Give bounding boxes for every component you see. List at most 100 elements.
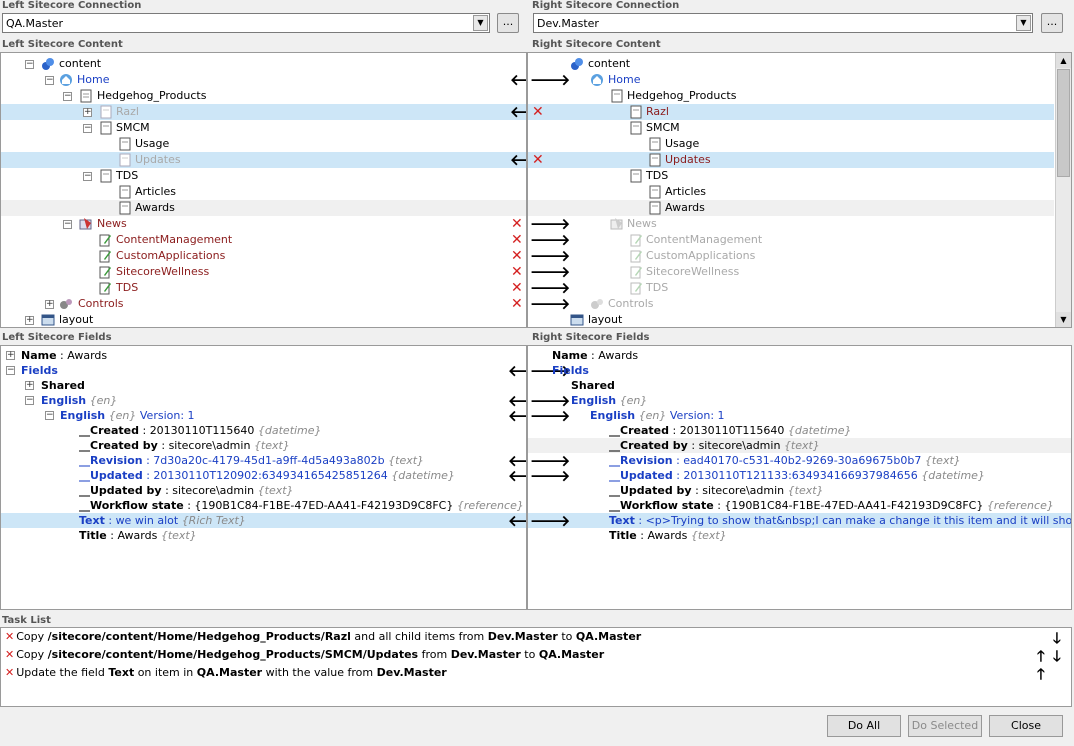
tree-row[interactable]: 🡒 Controls [528, 296, 1071, 312]
task-item[interactable]: ✕Update the field Text on item in QA.Mas… [5, 664, 447, 682]
tree-row[interactable]: TDS ✕ [1, 280, 526, 296]
collapse-icon[interactable]: − [83, 171, 92, 181]
tree-scrollbar[interactable]: ▲ ▼ [1055, 53, 1071, 327]
collapse-icon[interactable]: − [6, 365, 15, 375]
scroll-thumb[interactable] [1057, 69, 1070, 177]
field-row[interactable]: − Fields 🡐 [1, 363, 526, 379]
collapse-icon[interactable]: − [63, 219, 72, 229]
arrow-right-icon[interactable]: 🡒 [530, 71, 571, 89]
tree-row[interactable]: SMCM [528, 120, 1071, 136]
remove-task-icon[interactable]: ✕ [5, 630, 15, 643]
field-row[interactable]: − English {en} Version: 1 🡐 [1, 408, 526, 424]
arrow-right-icon[interactable]: 🡒 [530, 247, 571, 265]
field-row[interactable]: __Workflow state : {190B1C84-F1BE-47ED-A… [609, 499, 1054, 512]
tree-row[interactable]: ✕ Updates [528, 152, 1054, 168]
arrow-right-icon[interactable]: 🡒 [530, 279, 571, 297]
arrow-left-icon[interactable]: 🡐 [510, 152, 526, 168]
field-row[interactable]: Name : Awards [552, 349, 639, 362]
tree-row[interactable]: CustomApplications ✕ [1, 248, 526, 264]
arrow-left-icon[interactable]: 🡐 [508, 408, 526, 424]
tree-row[interactable]: + Controls ✕ [1, 296, 526, 312]
arrow-left-icon[interactable]: 🡐 [508, 363, 526, 379]
arrow-right-icon[interactable]: 🡒 [530, 452, 571, 470]
delete-icon[interactable]: ✕ [532, 152, 544, 168]
chevron-down-icon[interactable]: ▼ [1016, 15, 1031, 31]
scroll-up-icon[interactable]: ▲ [1056, 53, 1071, 68]
expand-icon[interactable]: + [25, 380, 34, 390]
field-row[interactable]: __Updated by : sitecore\admin {text} [79, 484, 294, 497]
tree-row[interactable]: Articles [1, 184, 526, 200]
field-row[interactable]: 🡒 Fields [528, 362, 1071, 380]
tree-row[interactable]: 🡒 Home [528, 72, 1071, 88]
do-selected-button[interactable]: Do Selected [908, 715, 982, 737]
arrow-right-icon[interactable]: 🡒 [530, 263, 571, 281]
arrow-left-icon[interactable]: 🡐 [508, 453, 526, 469]
right-fields-panel[interactable]: Name : Awards 🡒 Fields Shared 🡒 English … [527, 345, 1072, 610]
arrow-right-icon[interactable]: 🡒 [530, 407, 571, 425]
tree-row[interactable]: Awards [528, 200, 1054, 216]
arrow-right-icon[interactable]: 🡒 [530, 392, 571, 410]
tree-row[interactable]: content [528, 56, 1071, 72]
tree-row[interactable]: − SMCM [1, 120, 526, 136]
tree-row[interactable]: + Razl 🡐 [1, 104, 526, 120]
expand-icon[interactable]: + [45, 299, 54, 309]
collapse-icon[interactable]: − [45, 410, 54, 420]
delete-icon[interactable]: ✕ [511, 280, 523, 296]
expand-icon[interactable]: + [83, 107, 92, 117]
field-row[interactable]: __Updated : 20130110T120902:634934165425… [1, 468, 526, 484]
collapse-icon[interactable]: − [45, 75, 54, 85]
delete-icon[interactable]: ✕ [532, 104, 544, 120]
field-row[interactable]: __Updated by : sitecore\admin {text} [609, 484, 824, 497]
left-browse-button[interactable]: ... [497, 13, 519, 33]
arrow-left-icon[interactable]: 🡐 [508, 513, 526, 529]
right-browse-button[interactable]: ... [1041, 13, 1063, 33]
arrow-left-icon[interactable]: 🡐 [508, 393, 526, 409]
field-row[interactable]: 🡒 English {en} Version: 1 [528, 407, 1071, 425]
arrow-right-icon[interactable]: 🡒 [530, 231, 571, 249]
close-button[interactable]: Close [989, 715, 1063, 737]
expand-icon[interactable]: + [6, 350, 15, 360]
field-row[interactable]: Shared [528, 378, 1071, 393]
left-content-tree[interactable]: − content − Home 🡐 − Hedgehog_Products +… [0, 52, 527, 328]
remove-task-icon[interactable]: ✕ [5, 648, 15, 661]
delete-icon[interactable]: ✕ [511, 216, 523, 232]
tree-row[interactable]: Usage [1, 136, 526, 152]
arrow-right-icon[interactable]: 🡒 [530, 362, 571, 380]
arrow-right-icon[interactable]: 🡒 [530, 295, 571, 313]
field-row[interactable]: Title : Awards {text} [609, 529, 727, 542]
field-row[interactable]: __Created by : sitecore\admin {text} [79, 439, 290, 452]
tree-row[interactable]: ✕ Razl [528, 104, 1054, 120]
collapse-icon[interactable]: − [25, 59, 34, 69]
field-row[interactable]: Title : Awards {text} [79, 529, 197, 542]
field-row[interactable]: __Created by : sitecore\admin {text} [528, 438, 1071, 453]
tree-row[interactable]: 🡒 ContentManagement [528, 232, 1071, 248]
tree-row[interactable]: Usage [528, 136, 1071, 152]
arrow-down-icon[interactable]: 🡓 [1053, 647, 1061, 665]
field-row[interactable]: __Created : 20130110T115640 {datetime} [79, 424, 322, 437]
field-row[interactable]: − English {en} 🡐 [1, 393, 526, 409]
task-list[interactable]: ✕Copy /sitecore/content/Home/Hedgehog_Pr… [0, 627, 1072, 707]
tree-row[interactable]: Updates 🡐 [1, 152, 526, 168]
field-row[interactable]: 🡒 __Revision : ead40170-c531-40b2-9269-3… [530, 452, 961, 470]
tree-row[interactable]: ContentManagement ✕ [1, 232, 526, 248]
task-item[interactable]: ✕Copy /sitecore/content/Home/Hedgehog_Pr… [5, 646, 604, 664]
arrow-right-icon[interactable]: 🡒 [530, 215, 571, 233]
tree-row[interactable]: + layout [1, 312, 526, 327]
tree-row[interactable]: Articles [528, 184, 1071, 200]
left-fields-panel[interactable]: + Name : Awards − Fields 🡐 + Shared − En… [0, 345, 527, 610]
field-row[interactable]: Text : we win alot {Rich Text} 🡐 [1, 513, 526, 529]
field-row[interactable]: 🡒 Text : <p>Trying to show that&nbsp;I c… [528, 513, 1071, 528]
expand-icon[interactable]: + [25, 315, 34, 325]
collapse-icon[interactable]: − [63, 91, 72, 101]
tree-row[interactable]: Awards [1, 200, 526, 216]
collapse-icon[interactable]: − [25, 395, 34, 405]
tree-row[interactable]: Hedgehog_Products [528, 88, 1071, 104]
delete-icon[interactable]: ✕ [511, 296, 523, 312]
field-row[interactable]: + Shared [1, 378, 526, 393]
delete-icon[interactable]: ✕ [511, 232, 523, 248]
left-connection-select[interactable]: QA.Master ▼ [2, 13, 490, 33]
tree-row[interactable]: SitecoreWellness ✕ [1, 264, 526, 280]
tree-row[interactable]: 🡒 SitecoreWellness [528, 264, 1071, 280]
arrow-up-icon[interactable]: 🡑 [1037, 647, 1045, 665]
tree-row[interactable]: 🡒 News [528, 216, 1071, 232]
